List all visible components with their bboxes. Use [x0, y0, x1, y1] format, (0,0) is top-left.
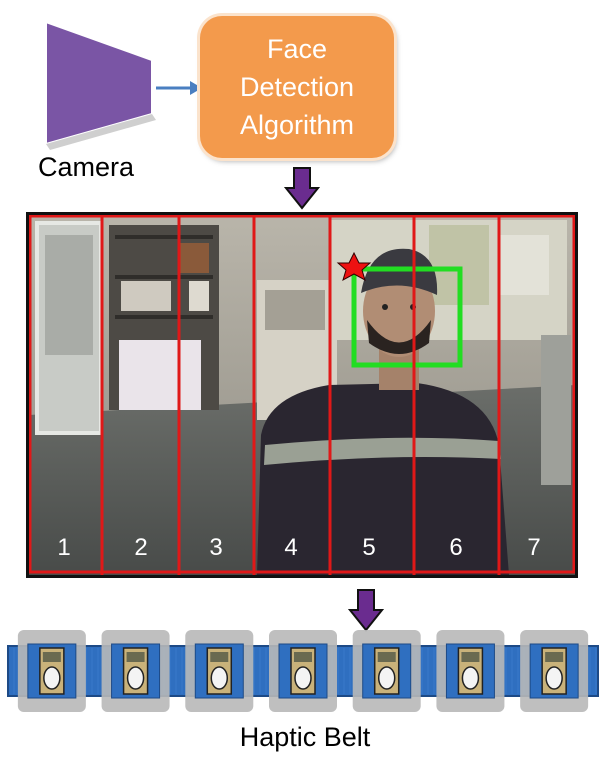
- star-marker-icon: [336, 251, 372, 282]
- camera-icon: [45, 20, 156, 150]
- algorithm-line-2: Detection: [239, 72, 355, 102]
- zone-label-7: 7: [527, 534, 540, 561]
- vibration-motor-2: [101, 630, 170, 712]
- scene-person-head: [363, 265, 435, 357]
- arrow-right-icon: [156, 81, 202, 95]
- belt-label: Haptic Belt: [239, 722, 371, 752]
- zone-label-6: 6: [449, 534, 462, 561]
- zones-border: [29, 215, 575, 574]
- vibration-motor-5: [352, 630, 421, 712]
- camera-label: Camera: [38, 152, 135, 182]
- algorithm-label: Face Detection Algorithm: [212, 30, 382, 144]
- camera-scene: 1 2 3 4 5 6 7: [29, 215, 575, 575]
- zone-label-4: 4: [284, 534, 297, 561]
- camera-frame: 1 2 3 4 5 6 7: [26, 212, 578, 578]
- vibration-motor-4: [269, 630, 337, 712]
- vibration-motor-7: [520, 630, 589, 712]
- arrow-down-icon: [284, 167, 320, 210]
- face-detection-box: [351, 266, 463, 368]
- zone-label-5: 5: [362, 534, 375, 561]
- algorithm-line-3: Algorithm: [239, 110, 355, 140]
- zone-separators: [100, 215, 501, 575]
- arrow-down-icon: [348, 589, 384, 632]
- algorithm-line-1: Face: [266, 34, 328, 64]
- algorithm-box: Face Detection Algorithm: [200, 16, 394, 158]
- haptic-belt: [7, 630, 599, 712]
- zone-label-3: 3: [209, 534, 222, 561]
- scene-person-torso: [257, 383, 509, 575]
- scene-white-box: [119, 340, 201, 410]
- vibration-motor-3: [185, 630, 254, 712]
- zone-label-1: 1: [57, 534, 70, 561]
- vibration-motor-6: [436, 630, 505, 712]
- vibration-motor-1: [17, 630, 86, 712]
- zone-label-2: 2: [134, 534, 147, 561]
